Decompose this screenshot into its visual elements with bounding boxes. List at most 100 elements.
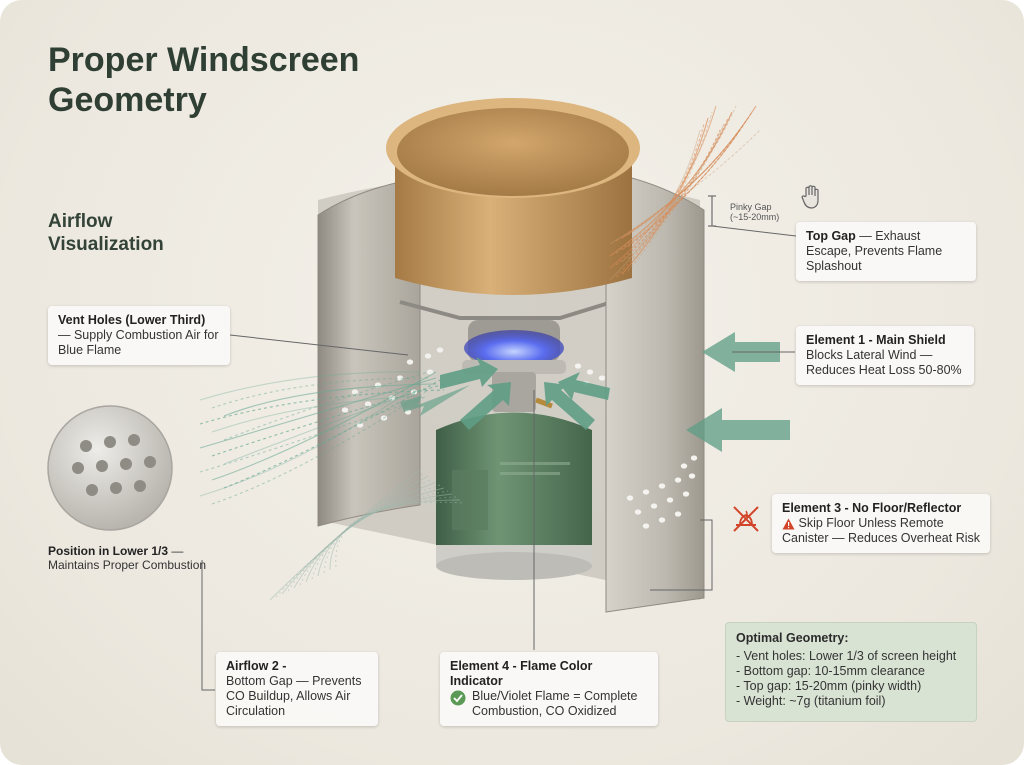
exhaust-streak [621,117,709,275]
optimal-geometry-box: Optimal Geometry: - Vent holes: Lower 1/… [725,622,977,722]
element4-heading: Element 4 - Flame Color Indicator [450,659,593,688]
airflow2-heading: Airflow 2 - [226,659,287,673]
top-gap-text: — Exhaust Escape, Prevents Flame Splasho… [806,229,943,273]
exhaust-streak [621,105,757,239]
check-circle-icon [450,690,466,706]
optimal-item: - Top gap: 15-20mm (pinky width) [736,679,922,693]
pinky-gap-label: Pinky Gap (~15-20mm) [730,202,779,222]
callout-element3: Element 3 - No Floor/Reflector Skip Floo… [772,494,990,553]
exhaust-streak [621,129,741,251]
element3-heading: Element 3 - No Floor/Reflector [782,501,962,515]
vent-hole [396,375,404,381]
vent-hole [674,511,682,517]
vent-holes-text: — Supply Combustion Air for Blue Flame [58,328,219,357]
pinky-gap-line1: Pinky Gap [730,202,772,212]
airflow-streak [317,493,453,577]
airflow-streak [211,371,437,481]
cooking-pot [386,98,640,295]
vent-hole [666,497,674,503]
vent-hole [120,458,132,470]
vent-hole [650,503,658,509]
optimal-heading: Optimal Geometry: [736,631,849,645]
vent-hole [351,389,359,395]
airflow-streak [329,499,461,571]
airflow-streak [223,389,421,465]
airflow-lines-bottom [269,469,465,601]
exhaust-streak [627,111,713,272]
position-text: — Maintains Proper Combustion [48,544,207,572]
callout-top-gap: Top Gap — Exhaust Escape, Prevents Flame… [796,222,976,281]
vent-hole [134,480,146,492]
airflow-streak [199,389,445,425]
airflow-streak [211,395,421,433]
exhaust-streak [609,111,733,257]
element1-heading: Element 1 - Main Shield [806,333,946,347]
vent-hole [72,462,84,474]
airflow-streak [223,383,437,417]
stove-burner [399,300,613,412]
element1-text: Blocks Lateral Wind — Reduces Heat Loss … [806,348,962,377]
vent-hole [424,353,432,359]
vent-hole [144,456,156,468]
vent-holes-right [574,363,698,529]
optimal-item: - Bottom gap: 10-15mm clearance [736,664,925,678]
vent-hole [690,455,698,461]
airflow-streak [211,377,429,409]
callout-element1: Element 1 - Main Shield Blocks Lateral W… [796,326,974,385]
left-shield-panel [317,177,421,527]
element4-text: Blue/Violet Flame = Complete Combustion,… [472,689,638,718]
exhaust-streak [615,129,721,266]
vent-hole [86,484,98,496]
vent-hole [586,369,594,375]
vent-hole [380,415,388,421]
airflow-streak [335,501,465,568]
vent-holes-closeup [47,405,173,531]
vent-hole [658,483,666,489]
callout-vent-holes: Vent Holes (Lower Third) — Supply Combus… [48,306,230,365]
airflow-lines-left [199,371,445,505]
vent-hole [406,359,414,365]
page-title: Proper Windscreen Geometry [48,41,360,119]
pinky-gap-bracket [708,195,716,227]
airflow-streak [323,496,457,574]
vent-hole [674,477,682,483]
leader-lines [201,225,797,691]
optimal-item: - Weight: ~7g (titanium foil) [736,694,886,708]
airflow2-text: Bottom Gap — Prevents CO Buildup, Allows… [226,674,362,718]
element3-text: Skip Floor Unless Remote Canister — Redu… [782,516,980,545]
position-heading: Position in Lower 1/3 [48,544,169,558]
exhaust-streak [627,123,745,248]
airflow-streak [223,377,445,489]
blue-flame [464,330,564,366]
vent-hole [658,517,666,523]
exhaust-streak [609,105,717,269]
right-shield-panel [605,171,705,613]
vent-hole [688,473,696,479]
vent-hole [426,369,434,375]
exhaust-streak [627,129,761,236]
exhaust-streak [621,123,725,263]
vent-hole [574,363,582,369]
optimal-item: - Vent holes: Lower 1/3 of screen height [736,649,957,663]
vent-hole [680,463,688,469]
airflow-streak [211,389,429,505]
exhaust-streak [609,129,701,281]
airflow-streak [211,383,445,457]
callout-airflow2: Airflow 2 - Bottom Gap — Prevents CO Bui… [216,652,378,726]
vent-hole [80,440,92,452]
vent-hole [364,401,372,407]
warning-icon [782,518,795,530]
airflow-streak [223,371,429,441]
vent-hole [128,434,140,446]
wind-arrows [400,332,790,452]
vent-hole [341,407,349,413]
airflow-streak [199,377,437,449]
airflow-streak [305,487,445,583]
vent-holes-heading: Vent Holes (Lower Third) [58,313,206,327]
vent-hole [356,422,364,428]
vent-hole [642,489,650,495]
vent-hole [436,347,444,353]
fuel-canister [436,412,592,580]
